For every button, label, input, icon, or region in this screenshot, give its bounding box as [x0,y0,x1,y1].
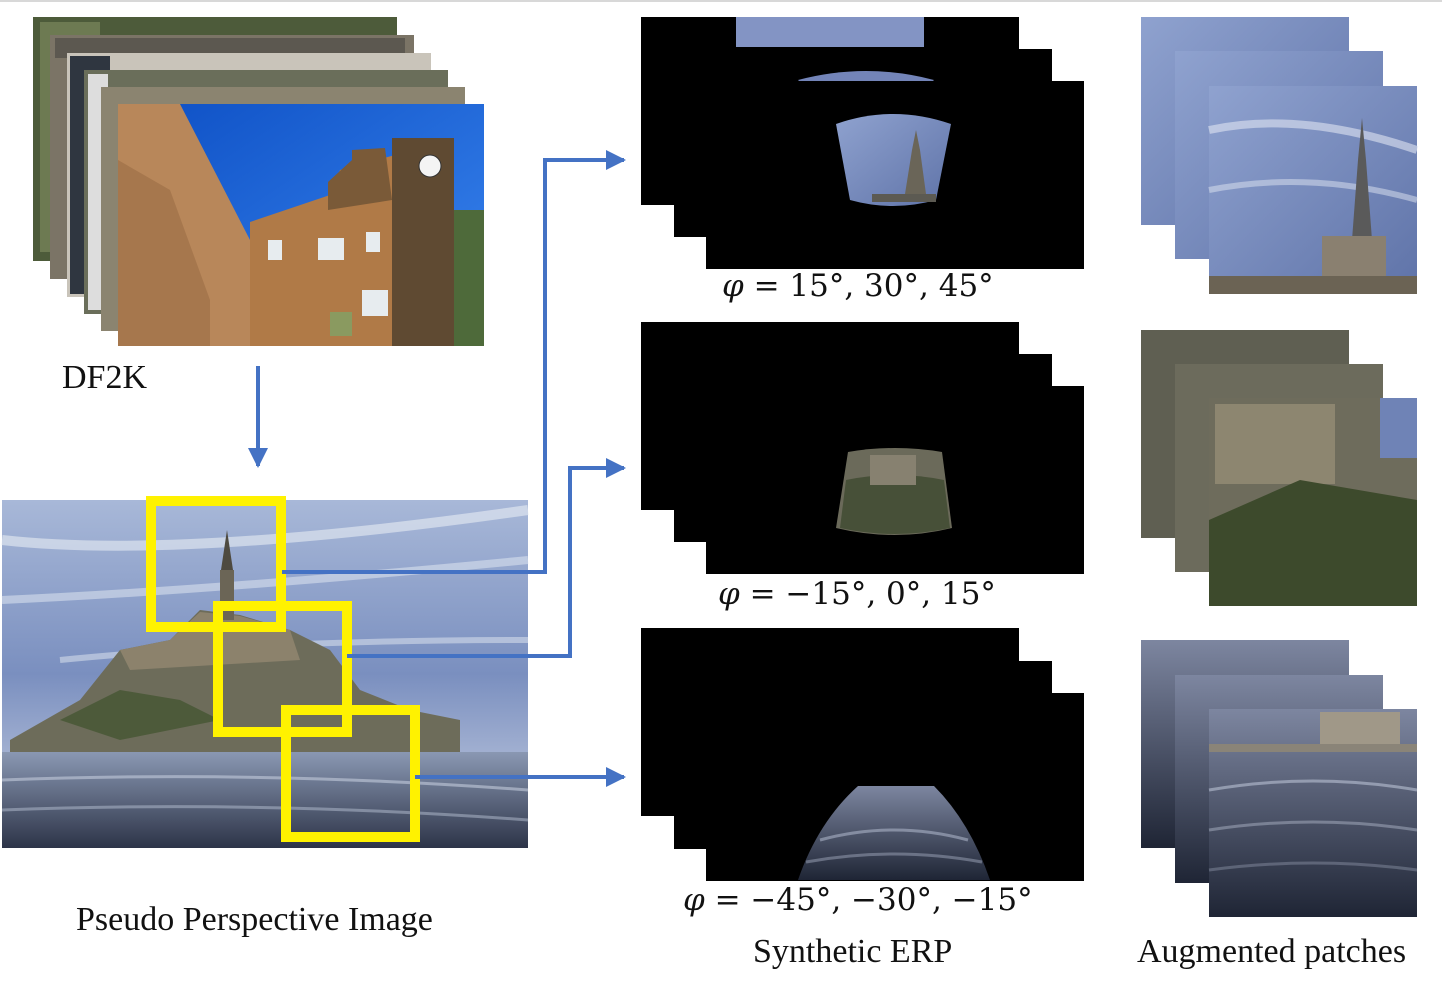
erp-stack-2 [641,322,1084,574]
phi-values: = −15°, 0°, 15° [749,576,996,612]
patch-stack-2 [1141,330,1417,606]
phi-range-row-2: φ = −15°, 0°, 15° [718,576,996,612]
patch-stack-3 [1141,640,1418,917]
arrow-box1-to-erp1 [282,150,626,574]
phi-symbol: φ [718,576,740,612]
pseudo-perspective-label: Pseudo Perspective Image [76,901,433,938]
phi-range-row-1: φ = 15°, 30°, 45° [722,268,994,304]
pseudo-perspective-image [1,500,529,848]
synthetic-erp-label: Synthetic ERP [753,933,953,970]
phi-values: = −45°, −30°, −15° [714,882,1033,918]
augmented-patches-label: Augmented patches [1137,933,1407,970]
phi-symbol: φ [722,268,744,304]
df2k-image-front [118,104,484,346]
phi-symbol: φ [683,882,705,918]
phi-range-row-3: φ = −45°, −30°, −15° [683,882,1033,918]
arrow-box2-to-erp2 [347,458,626,658]
erp-stack-1 [641,17,1084,269]
df2k-label: DF2K [62,359,148,396]
df2k-image-stack [33,17,484,346]
arrows [248,150,626,787]
erp-warp-patch-1 [836,114,951,206]
crop-boxes [146,496,420,842]
patch-stack-1 [1141,17,1419,294]
erp-stack-3 [641,628,1084,881]
phi-values: = 15°, 30°, 45° [753,268,994,304]
crop-box-bottom [281,705,420,842]
